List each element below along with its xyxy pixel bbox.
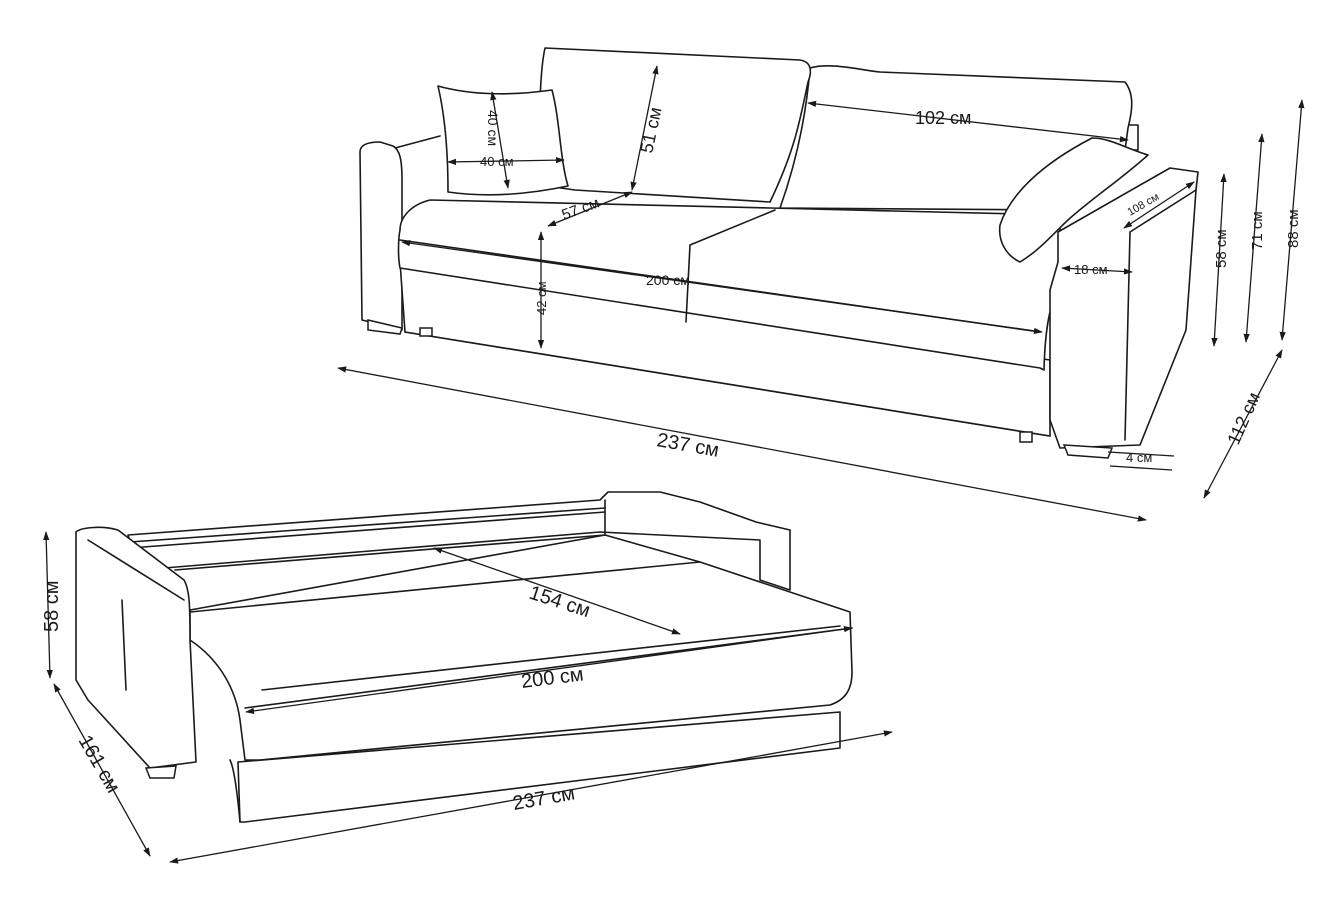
dim-seat-depth [547, 191, 633, 227]
label-leg-height: 4 см [1126, 450, 1152, 465]
dim-bed-sleep-width [245, 625, 853, 715]
bed-back-edges [129, 507, 606, 549]
label-pillow-width: 40 см [480, 154, 514, 169]
label-total-height: 88 см [1285, 209, 1302, 248]
label-seat-width: 200 см [646, 272, 690, 288]
sofa-unfolded [75, 491, 853, 823]
label-seat-height: 42 см [534, 281, 549, 315]
bed-dimension-lines [43, 531, 893, 864]
dim-bed-sleep-depth [433, 547, 681, 635]
dim-total-depth [1203, 349, 1283, 499]
dim-bed-total-depth [53, 683, 151, 857]
dim-leg-height [1107, 451, 1175, 471]
bed-back-section [127, 491, 791, 591]
dim-armrest-width [1061, 265, 1133, 275]
dim-pillow-height [490, 91, 510, 189]
leg-back-right [1019, 431, 1033, 443]
label-armrest-width: 18 см [1074, 262, 1108, 277]
leg-front-left [367, 319, 403, 335]
label-bed-total-depth: 161 см [74, 732, 124, 797]
dim-side-depth [1123, 181, 1195, 229]
dim-bed-total-width [169, 730, 893, 864]
sofa-dimension-lines [337, 65, 1305, 522]
bed-leg-front [144, 765, 177, 779]
throw-pillow-left [437, 85, 569, 196]
label-back-cushion-width: 102 см [915, 108, 971, 128]
dim-total-height [1279, 99, 1305, 341]
dim-back-cushion-width [807, 100, 1129, 143]
dim-back-height [1243, 133, 1265, 343]
dim-back-cushion-height [630, 65, 659, 191]
armrest-left [359, 141, 403, 331]
label-total-depth: 112 см [1223, 389, 1264, 447]
label-bed-armrest-height: 58 см [41, 580, 63, 632]
leg-back-left [419, 327, 433, 337]
dim-armrest-height [1211, 173, 1227, 347]
back-cushion-left [538, 47, 812, 203]
label-back-height: 71 см [1249, 211, 1266, 250]
back-frame-left [394, 135, 441, 149]
dim-bed-armrest-height [43, 531, 53, 679]
dim-seat-width [401, 240, 1043, 334]
label-total-width: 237 см [655, 429, 721, 462]
label-pillow-height: 40 см [485, 110, 501, 146]
dim-pillow-width [447, 156, 565, 166]
label-armrest-height: 58 см [1213, 229, 1230, 268]
dim-total-width [337, 366, 1147, 522]
bed-armrest-edges [87, 539, 185, 691]
leg-front-right [1062, 444, 1114, 459]
